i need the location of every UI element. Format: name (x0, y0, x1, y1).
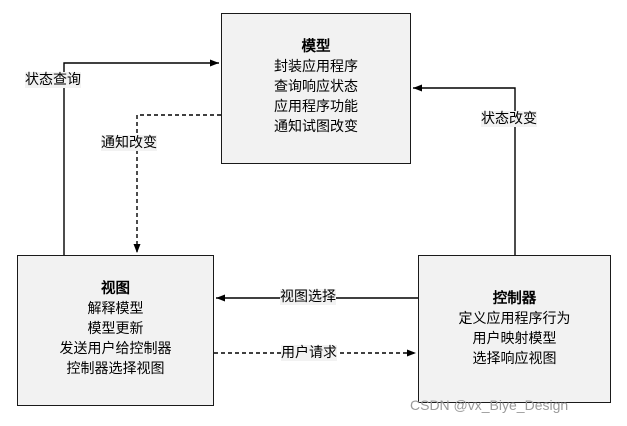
view-select-label: 视图选择 (280, 289, 336, 305)
model-title: 模型 (301, 39, 331, 55)
view-line: 控制器选择视图 (66, 361, 165, 377)
controller-box: 控制器 定义应用程序行为 用户映射模型 选择响应视图 (418, 255, 611, 403)
state-query-label: 状态查询 (25, 72, 81, 88)
user-request-label: 用户请求 (281, 345, 337, 361)
view-line: 解释模型 (87, 301, 144, 317)
model-box: 模型 封装应用程序 查询响应状态 应用程序功能 通知试图改变 (221, 13, 411, 164)
model-line: 查询响应状态 (274, 79, 358, 95)
notify-change-label: 通知改变 (101, 135, 157, 151)
watermark: CSDN @vx_Biye_Design (410, 397, 569, 413)
model-line: 封装应用程序 (274, 59, 358, 75)
model-line: 通知试图改变 (274, 119, 358, 135)
controller-line: 用户映射模型 (472, 331, 557, 347)
controller-title: 控制器 (492, 291, 537, 307)
view-title: 视图 (101, 281, 130, 297)
view-box: 视图 解释模型 模型更新 发送用户给控制器 控制器选择视图 (17, 255, 214, 406)
state-change-arrow (413, 84, 516, 255)
controller-line: 选择响应视图 (472, 351, 557, 367)
view-line: 发送用户给控制器 (59, 341, 172, 357)
model-line: 应用程序功能 (274, 99, 358, 115)
controller-line: 定义应用程序行为 (458, 311, 571, 327)
state-query-arrow (63, 59, 219, 255)
notify-change-arrow (133, 114, 221, 253)
view-line: 模型更新 (87, 321, 144, 337)
state-change-label: 状态改变 (481, 111, 537, 127)
